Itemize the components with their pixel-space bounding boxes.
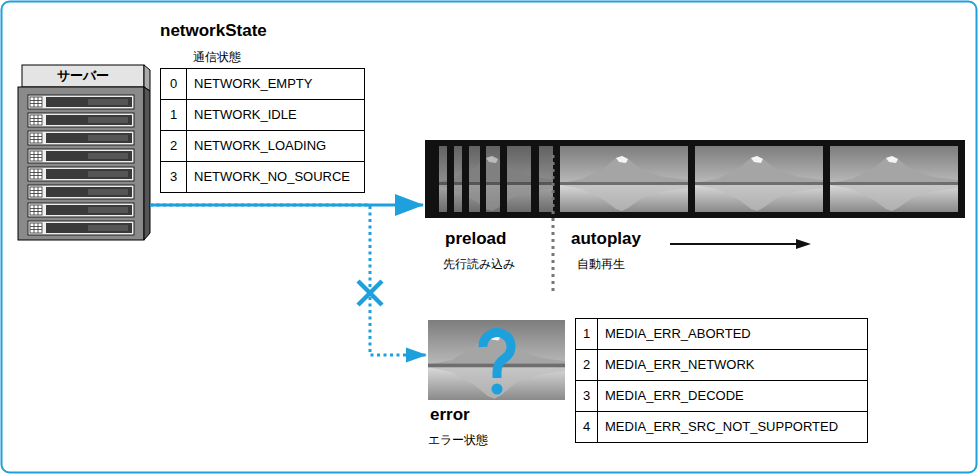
table-cell: MEDIA_ERR_SRC_NOT_SUPPORTED [597,411,868,443]
phase-note: 先行読み込み [443,257,515,271]
error-code: 4 [583,418,590,436]
error-picture [428,320,565,400]
server-label: サーバー [57,68,109,83]
table-cell: 0 [160,68,187,100]
table-cell: NETWORK_EMPTY [186,68,365,100]
table-cell: MEDIA_ERR_ABORTED [597,318,868,350]
state-constant: NETWORK_NO_SOURCE [194,168,350,186]
state-constant: NETWORK_LOADING [194,137,326,155]
section-subtitle: 通信状態 [193,50,241,64]
error-image: error エラー状態 [428,320,568,450]
error-code: 1 [583,325,590,343]
server-drawing [18,65,150,240]
table-cell: 1 [160,99,187,131]
state-value: 0 [170,75,177,93]
table-cell: 3 [575,380,598,412]
table-cell: MEDIA_ERR_NETWORK [597,349,868,381]
table-cell: 2 [160,130,187,162]
state-value: 2 [170,137,177,155]
play-arrow [670,243,797,245]
error-code: 2 [583,356,590,374]
error-constant: MEDIA_ERR_DECODE [605,387,744,405]
table-cell: MEDIA_ERR_DECODE [597,380,868,412]
table-cell: 2 [575,349,598,381]
phase-note: 自動再生 [577,257,625,271]
flow-arrow [150,204,423,207]
section-title: networkState [160,21,267,40]
table-cell: NETWORK_IDLE [186,99,365,131]
state-constant: NETWORK_IDLE [194,106,297,124]
state-note: エラー状態 [428,433,488,447]
table-cell: 1 [575,318,598,350]
state-name: error [430,405,470,424]
state-value: 3 [170,168,177,186]
state-constant: NETWORK_EMPTY [194,75,312,93]
table-cell: 3 [160,161,187,193]
table-cell: NETWORK_LOADING [186,130,365,162]
error-code: 3 [583,387,590,405]
server-box: サーバー [18,65,150,240]
failed-flow-arrow [150,205,426,355]
table-cell: 4 [575,411,598,443]
phase-name: preload [445,229,506,248]
error-constant: MEDIA_ERR_NETWORK [605,356,755,374]
error-constant: MEDIA_ERR_ABORTED [605,325,751,343]
video-strip: preload 先行読み込み autoplay 自動再生 [425,140,965,300]
divider-line [552,155,555,295]
blocked-mark [358,281,382,305]
phase-name: autoplay [571,229,641,248]
error-constant: MEDIA_ERR_SRC_NOT_SUPPORTED [605,418,838,436]
state-value: 1 [170,106,177,124]
film-strip [425,140,965,295]
table-cell: NETWORK_NO_SOURCE [186,161,365,193]
